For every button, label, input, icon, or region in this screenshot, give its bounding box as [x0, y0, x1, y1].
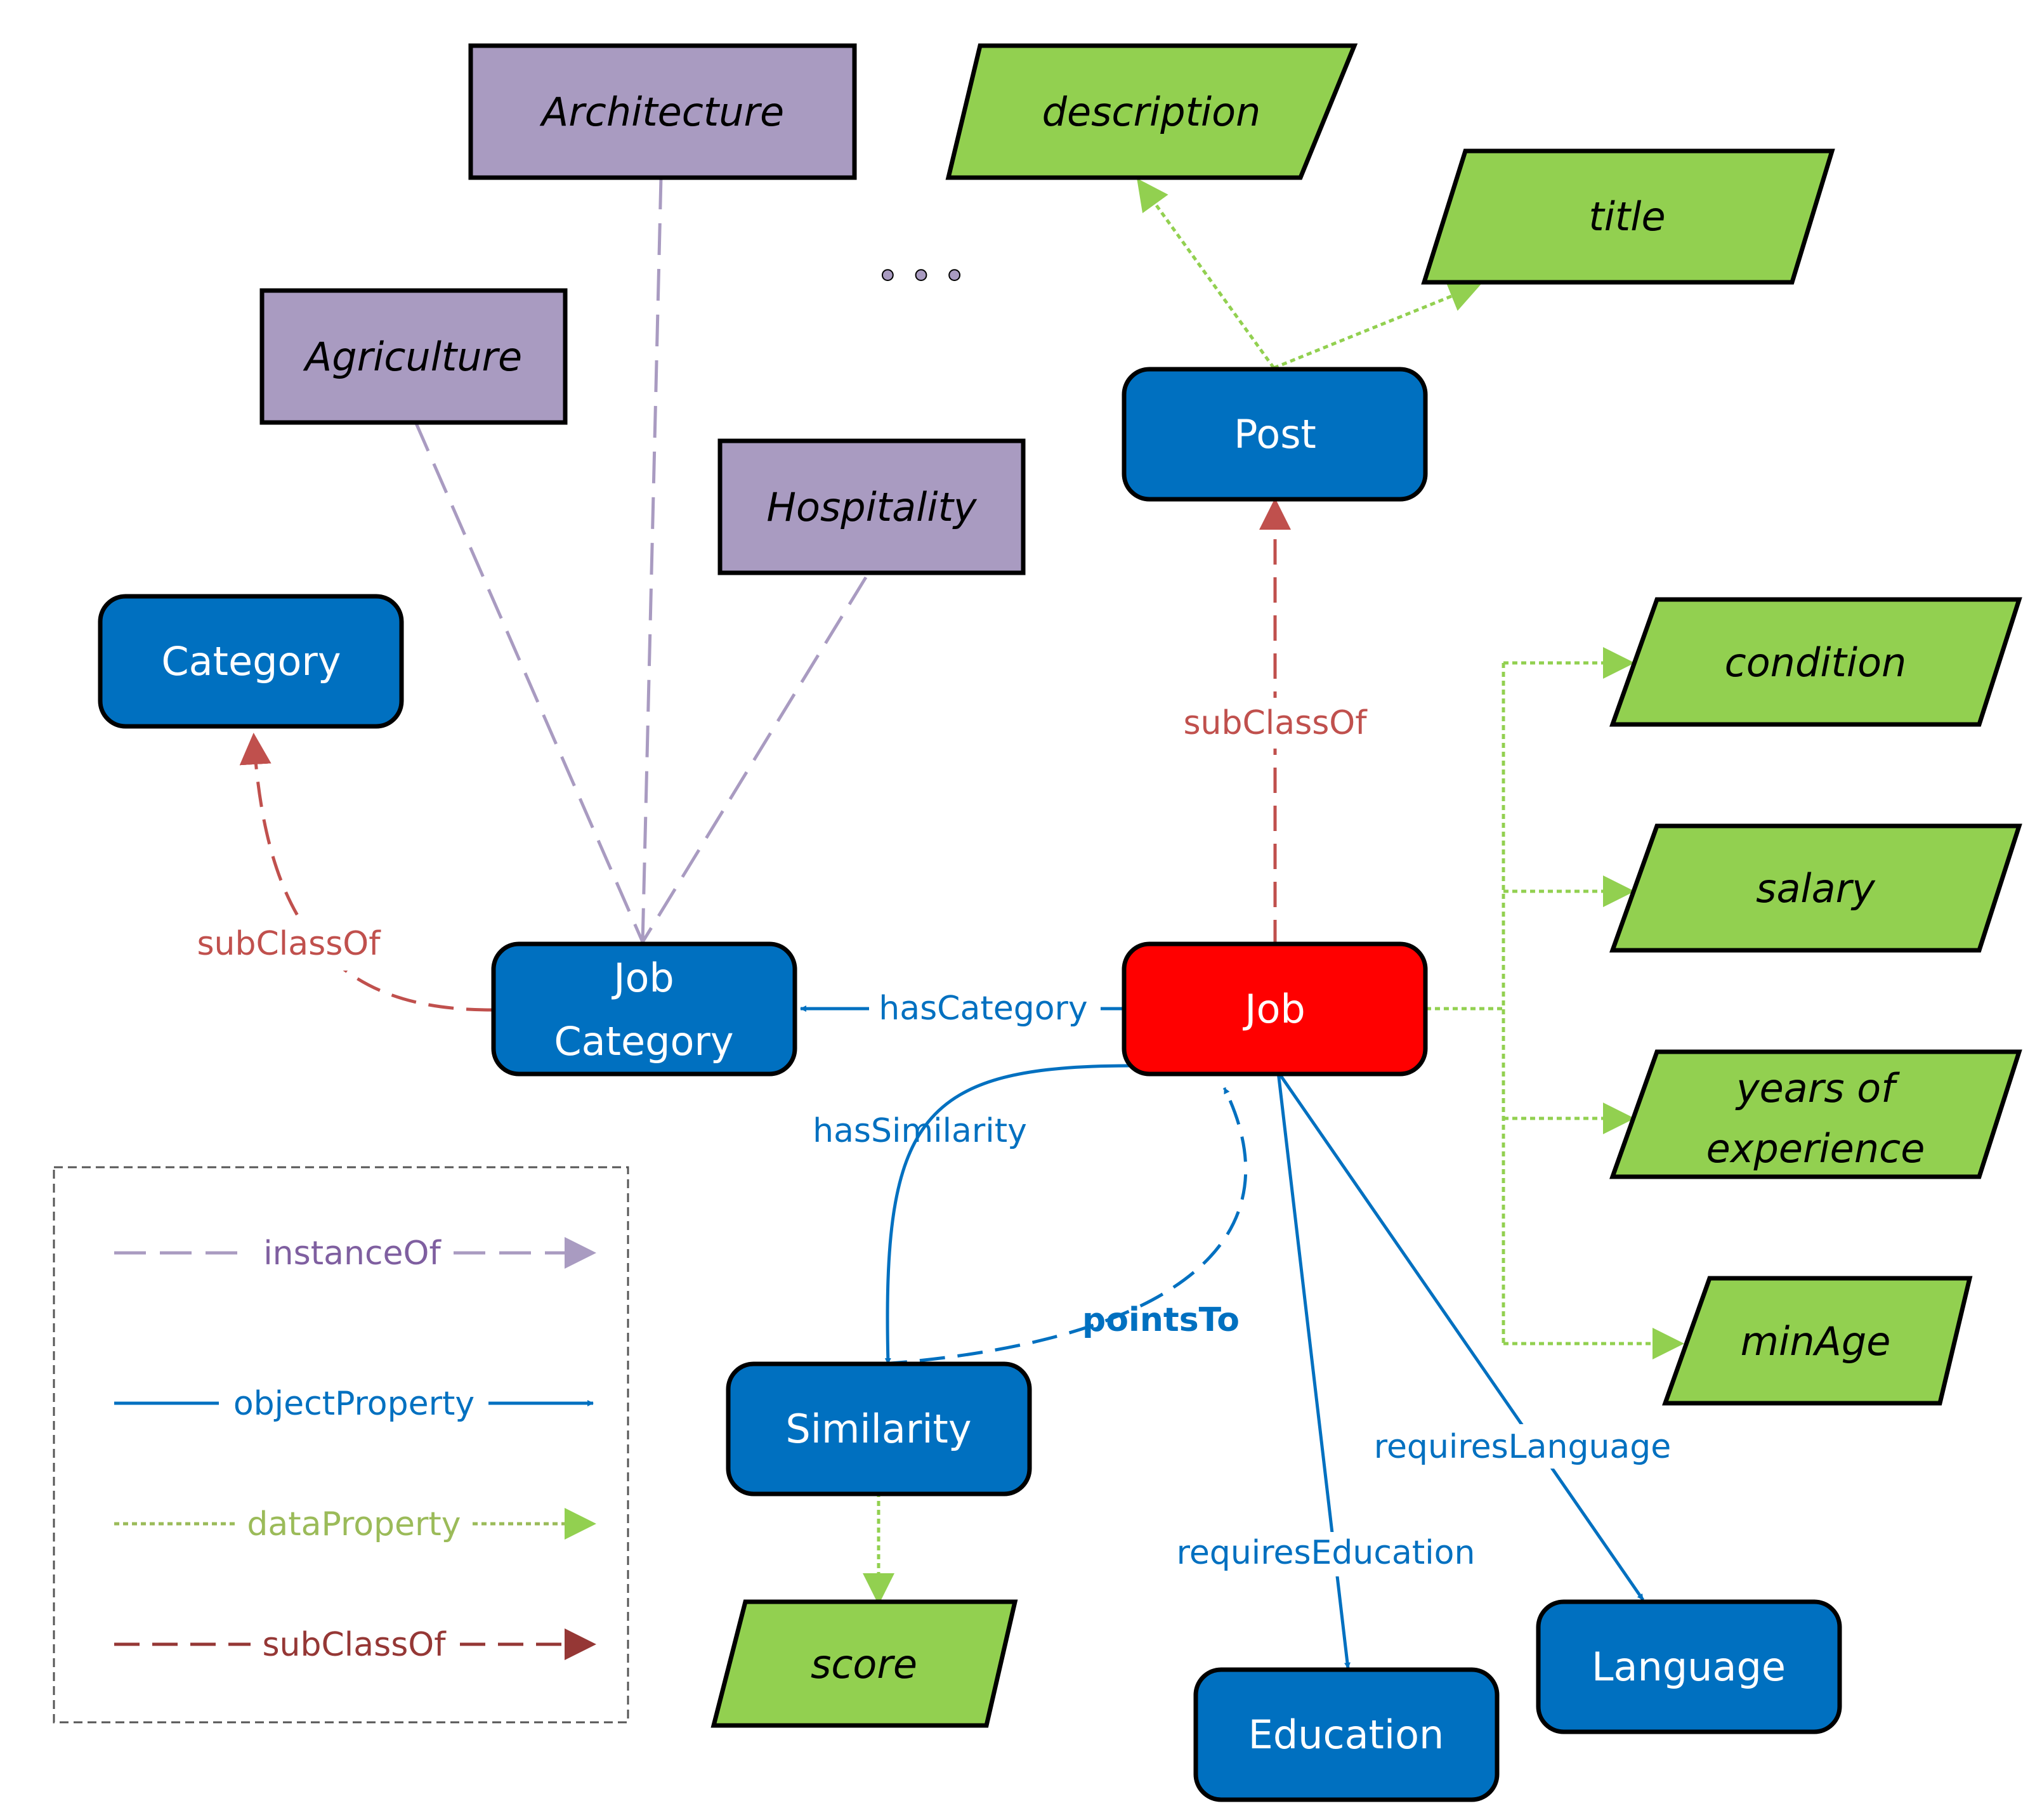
legend-sub-class-of: subClassOf	[114, 1626, 596, 1664]
edge-label-requires-language: requiresLanguage	[1374, 1428, 1672, 1466]
data-node-years-of-experience[interactable]: years of experience	[1609, 1049, 2022, 1179]
svg-text:score: score	[811, 1641, 917, 1687]
legend-data-property: dataProperty	[114, 1505, 596, 1543]
svg-text:Agriculture: Agriculture	[303, 334, 522, 380]
instance-agriculture[interactable]: Agriculture	[259, 288, 568, 425]
svg-text:instanceOf: instanceOf	[263, 1234, 442, 1273]
object-edge-requires-education	[1276, 1071, 1351, 1669]
object-edge-has-similarity	[884, 1064, 1133, 1365]
svg-text:Job: Job	[611, 955, 674, 1001]
data-node-description[interactable]: description	[945, 43, 1358, 180]
instance-edge-agriculture	[414, 421, 645, 943]
legend: instanceOf objectProperty dataProperty s…	[53, 1166, 629, 1724]
edge-label-requires-education: requiresEducation	[1177, 1534, 1476, 1572]
instance-edge-architecture	[641, 177, 663, 943]
class-node-category[interactable]: Category	[98, 594, 404, 729]
data-node-salary[interactable]: salary	[1609, 823, 2022, 953]
legend-object-property: objectProperty	[114, 1385, 594, 1423]
svg-text:minAge: minAge	[1741, 1318, 1891, 1365]
svg-text:Post: Post	[1234, 411, 1316, 457]
instance-architecture[interactable]: Architecture	[468, 43, 857, 180]
data-edge-description	[1137, 178, 1276, 369]
instance-hospitality[interactable]: Hospitality	[717, 438, 1026, 575]
data-node-score[interactable]: score	[710, 1599, 1018, 1728]
svg-text:condition: condition	[1725, 639, 1907, 686]
class-node-education[interactable]: Education	[1193, 1667, 1500, 1802]
svg-text:salary: salary	[1756, 865, 1876, 912]
object-edge-requires-language	[1276, 1071, 1645, 1601]
svg-text:Category: Category	[161, 638, 341, 684]
class-node-similarity[interactable]: Similarity	[726, 1361, 1032, 1496]
svg-text:objectProperty: objectProperty	[233, 1385, 475, 1423]
data-node-condition[interactable]: condition	[1609, 597, 2022, 727]
svg-text:experience: experience	[1706, 1125, 1925, 1172]
svg-text:subClassOf: subClassOf	[262, 1626, 447, 1664]
legend-instance-of: instanceOf	[114, 1234, 596, 1273]
svg-text:Language: Language	[1592, 1644, 1786, 1690]
object-edge-points-to	[881, 1087, 1248, 1366]
edge-label-points-to: pointsTo	[1082, 1301, 1240, 1339]
edge-label-category-subclass: subClassOf	[197, 925, 381, 963]
svg-text:description: description	[1042, 89, 1261, 135]
ellipsis-more-instances: • • •	[877, 254, 965, 298]
class-node-job-category[interactable]: Job Category	[491, 941, 797, 1077]
subclass-edge-jobcategory-category	[239, 733, 492, 1012]
svg-text:title: title	[1588, 193, 1665, 240]
edge-label-has-similarity: hasSimilarity	[813, 1112, 1027, 1150]
class-node-job[interactable]: Job	[1122, 941, 1428, 1077]
data-node-min-age[interactable]: minAge	[1662, 1276, 1973, 1406]
class-node-language[interactable]: Language	[1536, 1599, 1842, 1734]
data-node-title[interactable]: title	[1421, 148, 1835, 285]
data-edge-title	[1273, 281, 1481, 370]
class-node-post[interactable]: Post	[1122, 367, 1428, 502]
svg-text:Education: Education	[1248, 1712, 1444, 1758]
edge-label-post-subclass: subClassOf	[1183, 704, 1368, 742]
svg-text:Architecture: Architecture	[539, 89, 784, 135]
svg-text:Category: Category	[554, 1018, 733, 1064]
svg-text:Hospitality: Hospitality	[766, 484, 978, 530]
instance-edge-hospitality	[641, 576, 868, 943]
svg-text:years of: years of	[1735, 1065, 1900, 1111]
data-edge-job-bracket	[1426, 647, 1684, 1359]
svg-text:dataProperty: dataProperty	[247, 1505, 461, 1543]
svg-text:Job: Job	[1242, 986, 1306, 1032]
edge-label-has-category: hasCategory	[879, 990, 1087, 1028]
svg-text:Similarity: Similarity	[785, 1406, 971, 1452]
legend-frame	[53, 1166, 629, 1724]
